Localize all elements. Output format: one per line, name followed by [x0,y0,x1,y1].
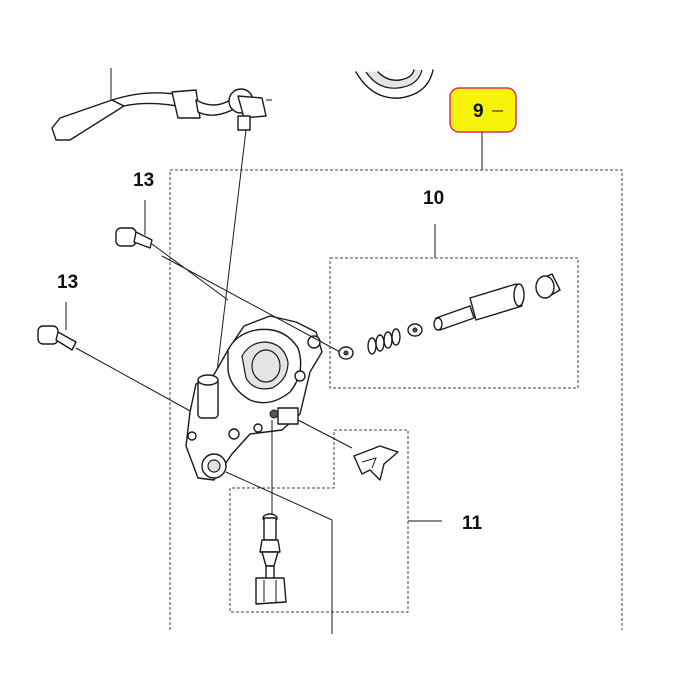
adjusting-screw-part [255,420,287,605]
plunger-part [433,283,525,331]
screw-part-upper [115,227,229,301]
callout-11-group: 11 [229,429,483,613]
callout-9-highlight: 9 [449,87,517,133]
mounting-leader [225,471,333,634]
oil-line-part [51,68,272,141]
cap-part [535,273,561,299]
callout-label-10: 10 [423,188,444,209]
callout-13-lower: 13 [37,272,193,413]
clip-part [353,445,399,481]
spring-part [367,328,401,355]
callout-label-11: 11 [462,513,483,534]
highlight-marker [449,87,517,133]
callout-label-13-lower: 13 [57,272,78,293]
screw-part-lower [37,325,193,413]
oil-pump-body-part [185,129,353,481]
callout-label-9: 9 [473,101,484,122]
plunger-kit-parts [161,255,561,360]
callout-13-upper: 13 [115,170,229,301]
callout-10-group: 10 [329,188,579,389]
callout-label-13-upper: 13 [133,170,154,191]
seal-ring-part [355,69,434,99]
